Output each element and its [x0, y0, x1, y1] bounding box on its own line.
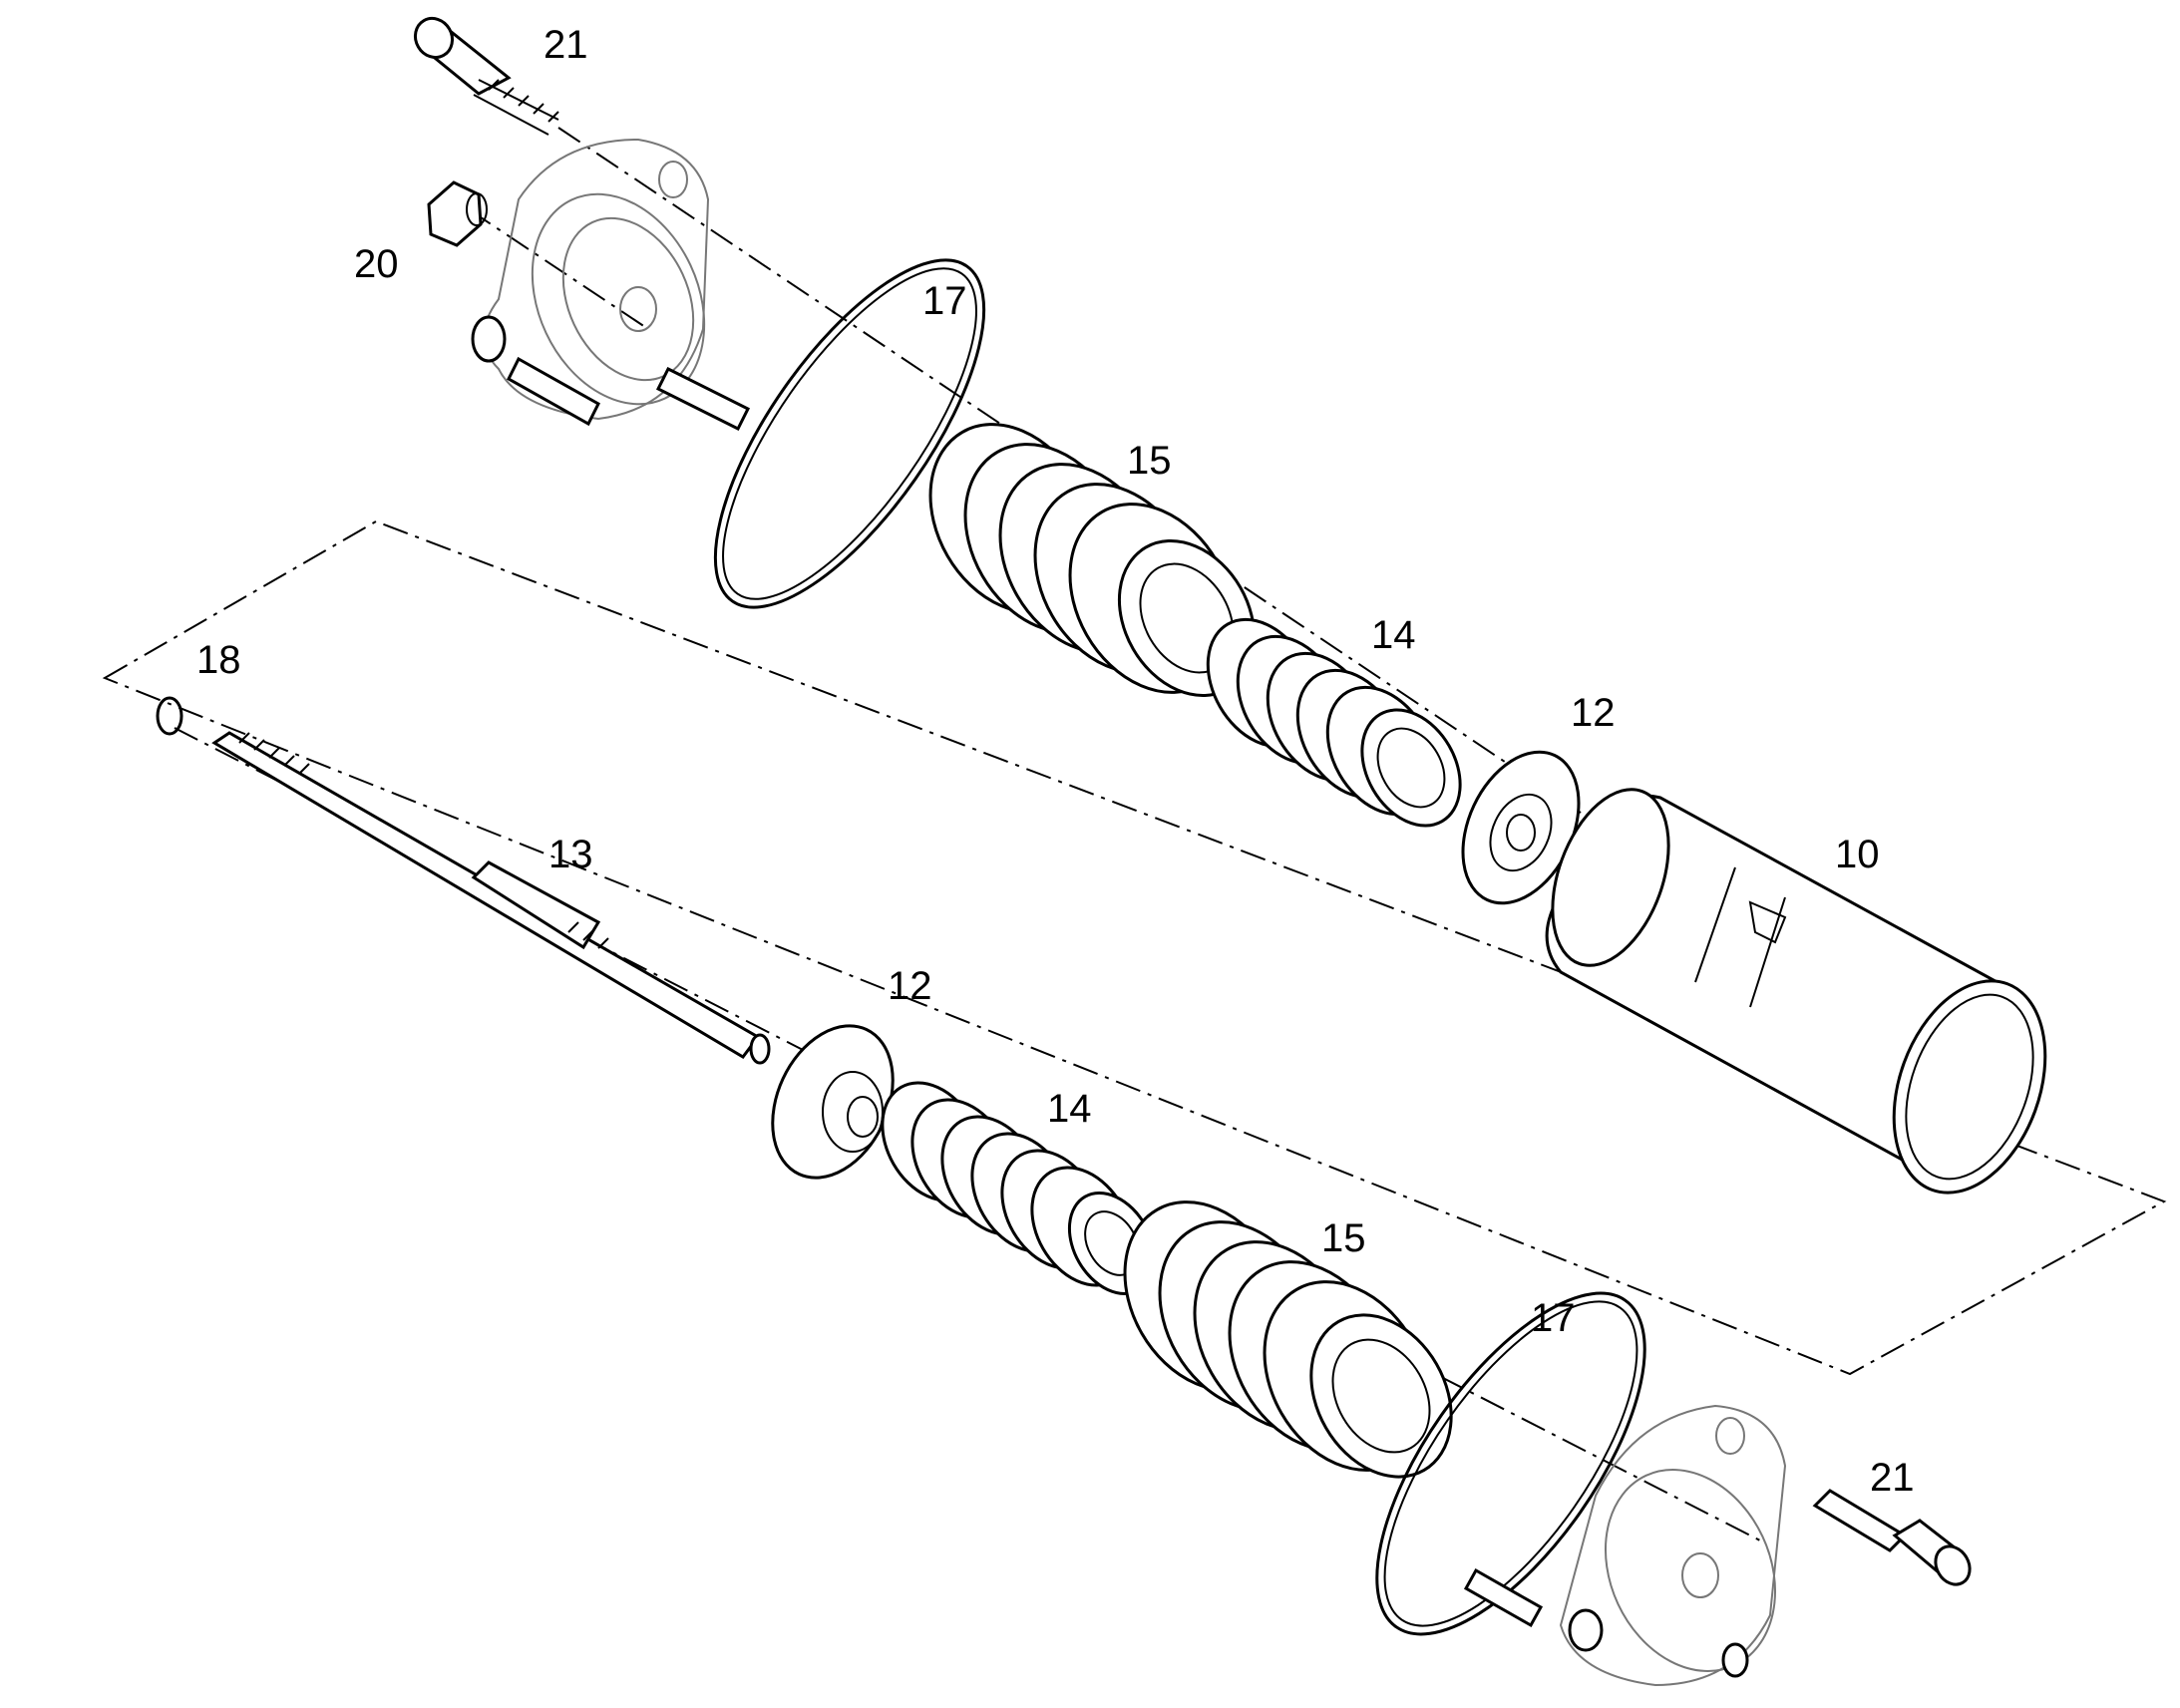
callout-15-upper: 15	[1127, 439, 1172, 483]
callout-21-lower: 21	[1870, 1456, 1915, 1500]
part-20-nut	[427, 180, 488, 247]
part-21-lower-bolt	[1812, 1489, 1972, 1586]
callout-17-upper: 17	[922, 279, 967, 323]
callout-14-upper: 14	[1371, 613, 1416, 657]
callout-12-lower: 12	[888, 964, 932, 1008]
part-15-upper-spring	[928, 423, 1257, 697]
callout-12-upper: 12	[1571, 691, 1616, 735]
callout-20: 20	[354, 242, 399, 286]
part-17-lower-o-ring	[1375, 1291, 1646, 1636]
axis-line-nut	[468, 208, 649, 330]
part-14-upper-spring	[1206, 617, 1462, 828]
part-14-lower-spring	[881, 1081, 1157, 1295]
lower-cover-flange	[1463, 1404, 1787, 1687]
callout-10: 10	[1835, 833, 1880, 876]
part-18-circlip	[156, 696, 183, 736]
assembly-group-outline	[102, 519, 2167, 1376]
part-10-sleeve	[1545, 788, 2047, 1195]
callout-17-lower: 17	[1531, 1296, 1576, 1340]
part-15-lower-spring	[1123, 1200, 1453, 1479]
upper-cover-flange	[471, 138, 751, 432]
part-17-upper-o-ring	[713, 258, 986, 609]
callout-13: 13	[548, 833, 593, 876]
part-21-upper-bolt	[413, 16, 559, 136]
part-13-shaft	[211, 731, 771, 1065]
callout-21-upper: 21	[544, 23, 588, 67]
callout-18: 18	[196, 638, 241, 682]
callout-14-lower: 14	[1047, 1087, 1092, 1131]
callout-15-lower: 15	[1321, 1216, 1366, 1260]
